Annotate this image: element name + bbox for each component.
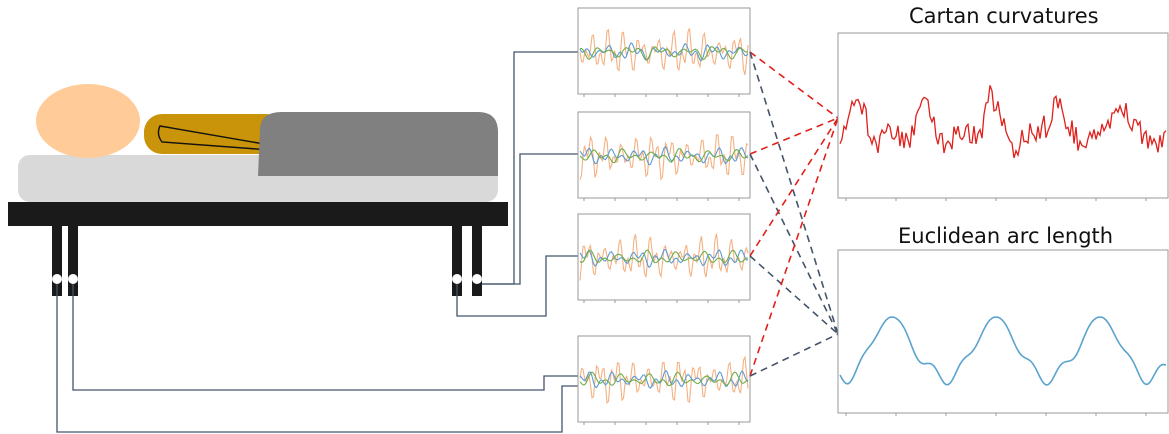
- link-to-arc-length: [749, 333, 839, 377]
- signal-trace: [579, 45, 749, 61]
- link-to-arc-length: [749, 153, 839, 335]
- bed-leg: [52, 226, 62, 296]
- dashed-links: [749, 51, 839, 377]
- bed-leg: [68, 226, 78, 296]
- arc-length-trace: [839, 316, 1167, 386]
- signal-panel: [577, 7, 751, 97]
- curvature-panel-title: Cartan curvatures: [909, 4, 1099, 28]
- curvature-panel-frame: [837, 32, 1169, 199]
- patient-head: [36, 84, 140, 158]
- link-to-curvature: [749, 51, 839, 119]
- circle-sensor-icon: [68, 274, 78, 284]
- link-to-arc-length: [749, 51, 839, 335]
- cable: [56, 284, 578, 433]
- patient-arm: [144, 114, 284, 154]
- signal-panel-frame: [577, 335, 751, 423]
- signal-trace: [579, 248, 749, 269]
- signal-trace: [579, 42, 749, 62]
- link-to-curvature: [749, 117, 839, 377]
- circle-sensor-icon: [52, 274, 62, 284]
- signal-panel: [577, 335, 751, 425]
- arc-length-panel-title: Euclidean arc length: [898, 224, 1114, 248]
- signal-trace: [579, 233, 749, 281]
- bed-frame: [8, 202, 508, 226]
- bed-with-patient: [8, 84, 508, 296]
- cable: [456, 255, 578, 317]
- circle-sensor-icon: [452, 274, 462, 284]
- output-panels: [837, 32, 1169, 416]
- signal-trace: [579, 146, 749, 166]
- cable: [482, 153, 578, 285]
- signal-trace: [579, 371, 749, 387]
- signal-trace: [579, 28, 749, 76]
- blanket: [258, 112, 498, 176]
- link-to-curvature: [749, 117, 839, 155]
- signal-trace: [579, 355, 749, 405]
- signal-trace: [579, 147, 749, 164]
- signal-trace: [579, 249, 748, 264]
- bed-leg: [452, 226, 462, 296]
- bed-leg: [472, 226, 482, 296]
- signal-panel: [577, 213, 751, 303]
- sensor-cables: [56, 51, 578, 433]
- link-to-arc-length: [749, 255, 839, 335]
- curvature-trace: [839, 85, 1167, 159]
- signal-panels: [577, 7, 751, 425]
- arc-length-panel-frame: [837, 249, 1169, 414]
- cable: [72, 284, 578, 391]
- link-to-curvature: [749, 117, 839, 257]
- circle-sensor-icon: [472, 274, 482, 284]
- arm-outline: [157, 125, 271, 151]
- signal-panel: [577, 111, 751, 201]
